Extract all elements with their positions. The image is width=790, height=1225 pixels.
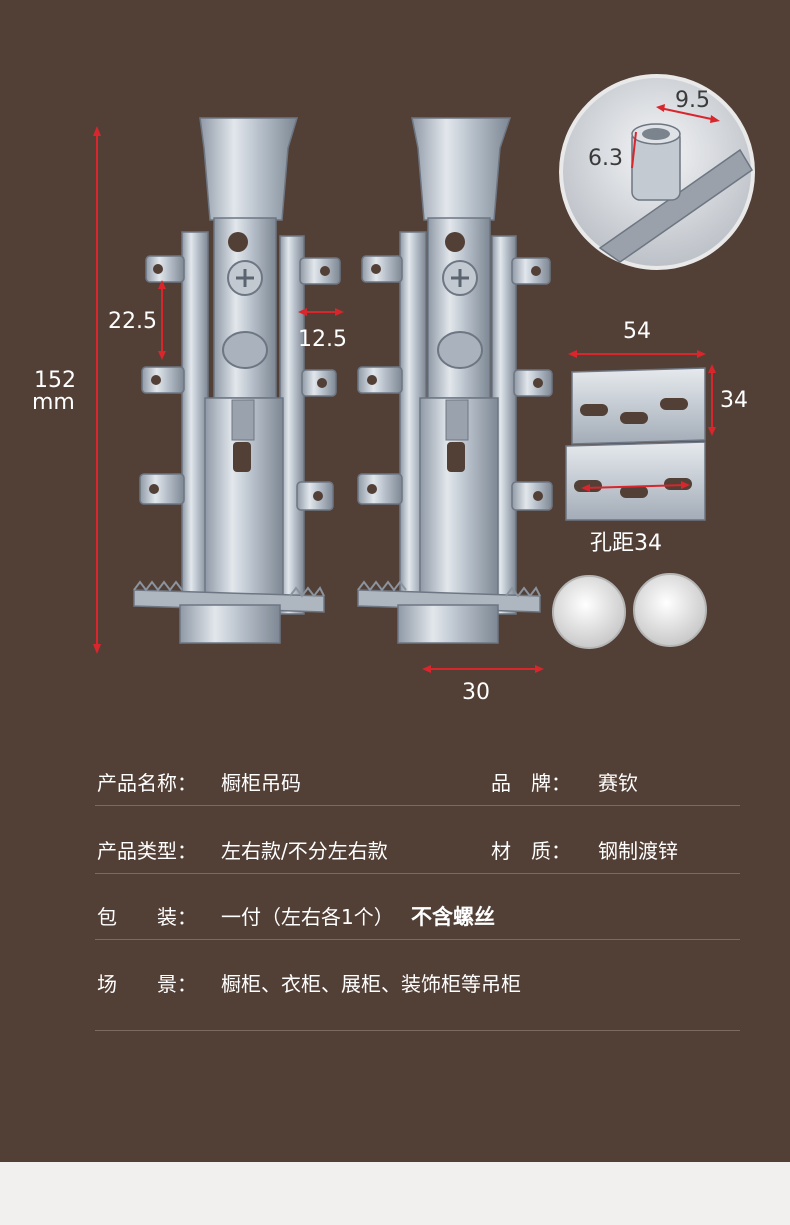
wall-plate-top xyxy=(571,367,706,445)
spec-package-note: 不含螺丝 xyxy=(411,905,495,929)
spec-scene-value: 橱柜、衣柜、展柜、装饰柜等吊柜 xyxy=(221,972,521,996)
height-dimension-unit: mm xyxy=(32,390,75,415)
spec-divider xyxy=(95,1030,740,1031)
dimension-lines xyxy=(93,104,720,673)
cover-cap-right xyxy=(633,573,707,647)
spec-type-value: 左右款/不分左右款 xyxy=(221,839,388,863)
spec-brand-value: 赛钦 xyxy=(598,771,638,795)
cover-cap-left xyxy=(552,575,626,649)
spec-material-value: 钢制渡锌 xyxy=(598,839,678,863)
spec-scene-label: 场 景： xyxy=(97,972,197,996)
left-hanger-bracket xyxy=(133,117,341,644)
spec-material-label: 材 质： xyxy=(491,839,571,863)
base-width-dimension: 30 xyxy=(462,680,490,705)
hole-horizontal-dimension: 12.5 xyxy=(298,327,347,352)
spec-divider xyxy=(95,939,740,940)
spec-divider xyxy=(95,873,740,874)
height-dimension-value: 152 xyxy=(34,368,76,393)
inset-detail-circle xyxy=(559,74,755,270)
inset-height-dimension: 6.3 xyxy=(588,146,623,171)
spec-name-label: 产品名称： xyxy=(97,771,197,795)
right-hanger-bracket xyxy=(357,117,553,644)
spec-brand-label: 品 牌： xyxy=(491,771,571,795)
plate-height-dimension: 34 xyxy=(720,388,748,413)
spec-package-label: 包 装： xyxy=(97,905,197,929)
spec-package-value: 一付（左右各1个） xyxy=(221,905,394,929)
spec-divider xyxy=(95,805,740,806)
hole-spacing-label: 孔距34 xyxy=(590,531,662,556)
hole-vertical-dimension: 22.5 xyxy=(108,309,157,334)
inset-width-dimension: 9.5 xyxy=(675,88,710,113)
plate-width-dimension: 54 xyxy=(623,319,651,344)
spec-type-label: 产品类型： xyxy=(97,839,197,863)
spec-name-value: 橱柜吊码 xyxy=(221,771,301,795)
wall-plate-bottom xyxy=(565,441,706,521)
